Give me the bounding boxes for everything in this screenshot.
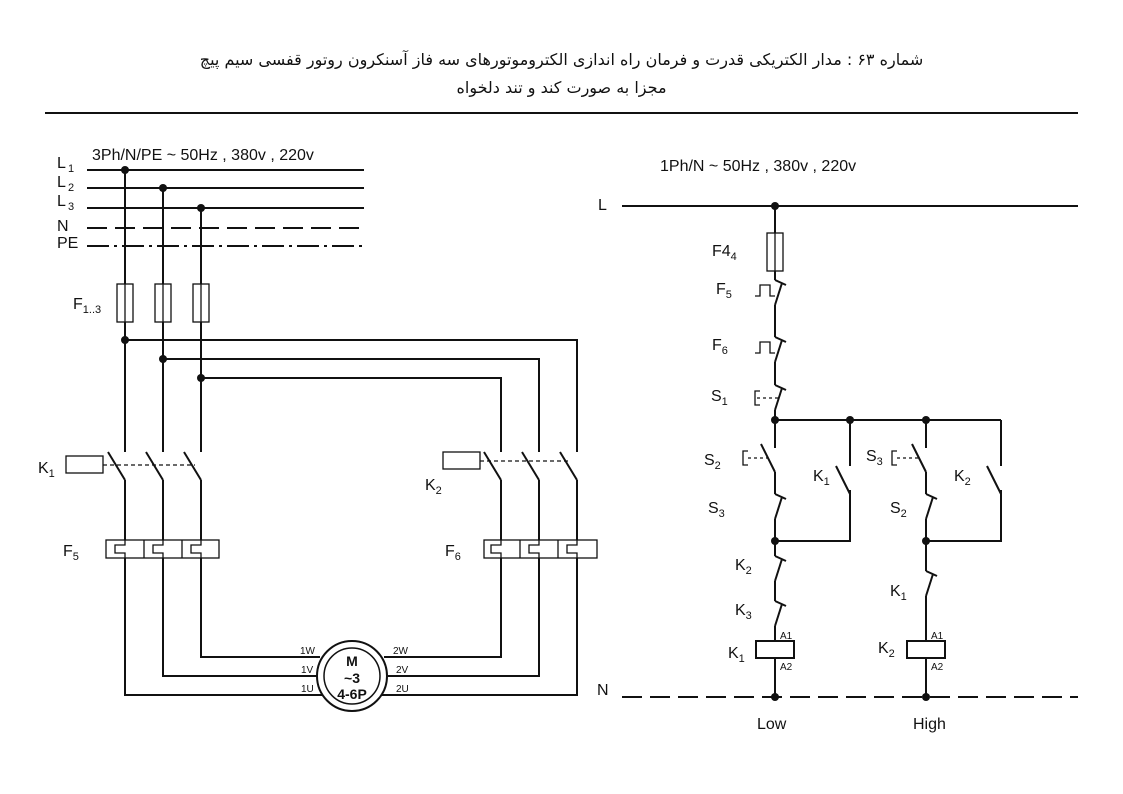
contact-label-s3-right: S3 (866, 448, 883, 468)
fuse-label-f1-3: F1..3 (73, 296, 101, 316)
start-button-s2-low (742, 443, 776, 473)
coil-k1 (755, 640, 795, 659)
line-label-n-control: N (597, 682, 609, 699)
control-circuit: 1Ph/N ~ 50Hz , 380v , 220v L N F44 F5 F6 (597, 158, 1078, 733)
coil-k2 (906, 640, 946, 659)
junction-dot (922, 693, 930, 701)
interlock-k3 (774, 600, 787, 627)
label-subscript: 2 (715, 460, 721, 472)
label-subscript: 1..3 (83, 304, 101, 316)
coil-terminal-a2-right: A2 (931, 662, 944, 673)
label-subscript: 3 (719, 508, 725, 520)
coil-terminal-a1-right: A1 (931, 631, 944, 642)
terminal-1u: 1U (301, 684, 314, 695)
diagram-title-line1: شماره ۶۳ : مدار الکتریکی قدرت و فرمان را… (199, 50, 924, 69)
overload-relay-f6 (483, 539, 598, 559)
contact-f5 (755, 279, 787, 306)
contact-label-s3-left: S3 (708, 500, 725, 520)
junction-dot (771, 693, 779, 701)
interlock-s2-high (925, 493, 938, 520)
branch-label-low: Low (757, 716, 787, 733)
start-button-s3-high (891, 443, 927, 473)
terminal-2w: 2W (393, 646, 409, 657)
contact-label-k3-left: K3 (735, 602, 752, 622)
label-subscript: 1 (49, 468, 55, 480)
label-subscript: 2 (965, 476, 971, 488)
terminal-1v: 1V (301, 665, 314, 676)
overload-label-f5: F5 (63, 543, 79, 563)
contact-label-k2-hold: K2 (954, 468, 971, 488)
coil-label-k2: K2 (878, 640, 895, 660)
interlock-k1 (925, 570, 938, 597)
contact-label-s1: S1 (711, 388, 728, 408)
coil-terminal-a1-left: A1 (780, 631, 793, 642)
contact-label-f5: F5 (716, 281, 732, 301)
contact-label-k2-left: K2 (735, 557, 752, 577)
label-subscript: 2 (746, 565, 752, 577)
contact-label-k1-right: K1 (890, 583, 907, 603)
label-subscript: 5 (726, 289, 732, 301)
contact-label-f6: F6 (712, 337, 728, 357)
branch-label-high: High (913, 716, 946, 733)
label-subscript: 1 (901, 591, 907, 603)
control-supply-label: 1Ph/N ~ 50Hz , 380v , 220v (660, 158, 856, 175)
label-subscript: 3 (877, 456, 883, 468)
contactor-k1 (65, 451, 202, 481)
line-label-l: L (598, 197, 607, 214)
coil-terminal-a2-left: A2 (780, 662, 793, 673)
terminal-2v: 2V (396, 665, 409, 676)
interlock-k2 (774, 555, 787, 582)
svg-text:L: L (57, 193, 66, 210)
line-label-n: N (57, 218, 69, 235)
stop-button-s1 (754, 384, 787, 411)
contactor-k2 (442, 451, 578, 481)
overload-relay-f5 (105, 539, 220, 559)
overload-label-f6: F6 (445, 543, 461, 563)
power-supply-label: 3Ph/N/PE ~ 50Hz , 380v , 220v (92, 147, 314, 164)
fuse-f1-3 (116, 283, 210, 323)
label-subscript: 2 (889, 648, 895, 660)
interlock-s3-low (774, 493, 787, 520)
label-subscript: 6 (455, 551, 461, 563)
holding-contact-k2 (986, 465, 1002, 495)
contactor-label-k2: K2 (425, 477, 442, 497)
coil-label-k1: K1 (728, 645, 745, 665)
holding-contact-k1 (835, 465, 851, 495)
contact-f6 (755, 336, 787, 363)
fuse-label-f4: F44 (712, 243, 737, 263)
label-subscript: 6 (722, 345, 728, 357)
label-subscript: 1 (722, 396, 728, 408)
label-subscript: 1 (739, 653, 745, 665)
contact-label-s2-right: S2 (890, 500, 907, 520)
diagram-title-line2: مجزا به صورت کند و تند دلخواه (456, 78, 667, 97)
motor-label-poles: 4-6P (337, 686, 367, 702)
svg-text:3: 3 (68, 201, 74, 213)
motor: M ~3 4-6P (316, 640, 388, 712)
contactor-label-k1: K1 (38, 460, 55, 480)
label-subscript: 2 (436, 485, 442, 497)
motor-label-phase: ~3 (344, 670, 360, 686)
label-subscript: 1 (824, 476, 830, 488)
terminal-1w: 1W (300, 646, 316, 657)
svg-text:L: L (57, 155, 66, 172)
svg-text:2: 2 (68, 182, 74, 194)
label-subscript: 3 (746, 610, 752, 622)
label-subscript: 2 (901, 508, 907, 520)
contact-label-k1-hold: K1 (813, 468, 830, 488)
motor-label-m: M (346, 653, 358, 669)
line-label-pe: PE (57, 235, 78, 252)
svg-text:1: 1 (68, 163, 74, 175)
terminal-2u: 2U (396, 684, 409, 695)
contact-label-s2-left: S2 (704, 452, 721, 472)
label-subscript: 5 (73, 551, 79, 563)
svg-text:L: L (57, 174, 66, 191)
